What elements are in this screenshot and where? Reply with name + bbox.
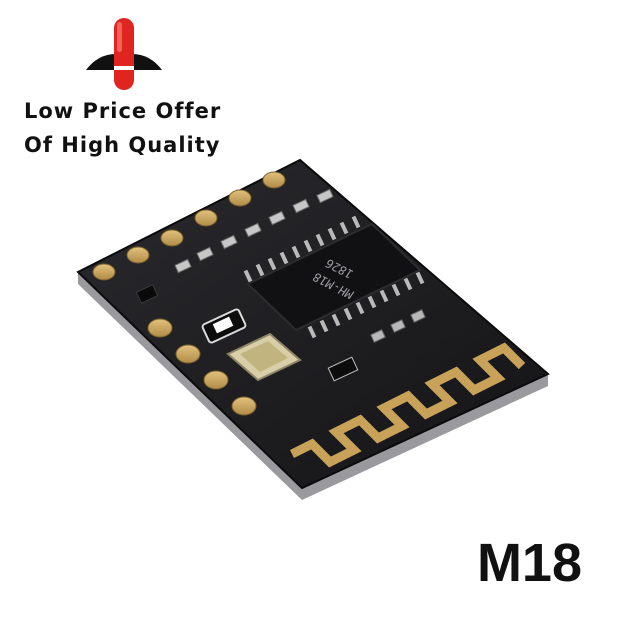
tagline: Low Price Offer Of High Quality	[24, 94, 221, 162]
pcb-board	[76, 158, 550, 490]
model-label: M18	[476, 533, 582, 593]
tagline-line-1: Low Price Offer	[24, 99, 222, 123]
side-pads	[147, 318, 257, 416]
top-pads	[92, 171, 286, 281]
pcb-antenna	[289, 342, 526, 468]
rocket-logo-icon	[86, 18, 162, 90]
smd-resistors	[174, 188, 334, 274]
chip-pins	[243, 215, 425, 339]
smd-capacitors	[327, 309, 426, 382]
tagline-line-2: Of High Quality	[24, 133, 221, 157]
transistor	[135, 284, 159, 304]
main-chip	[246, 222, 422, 332]
